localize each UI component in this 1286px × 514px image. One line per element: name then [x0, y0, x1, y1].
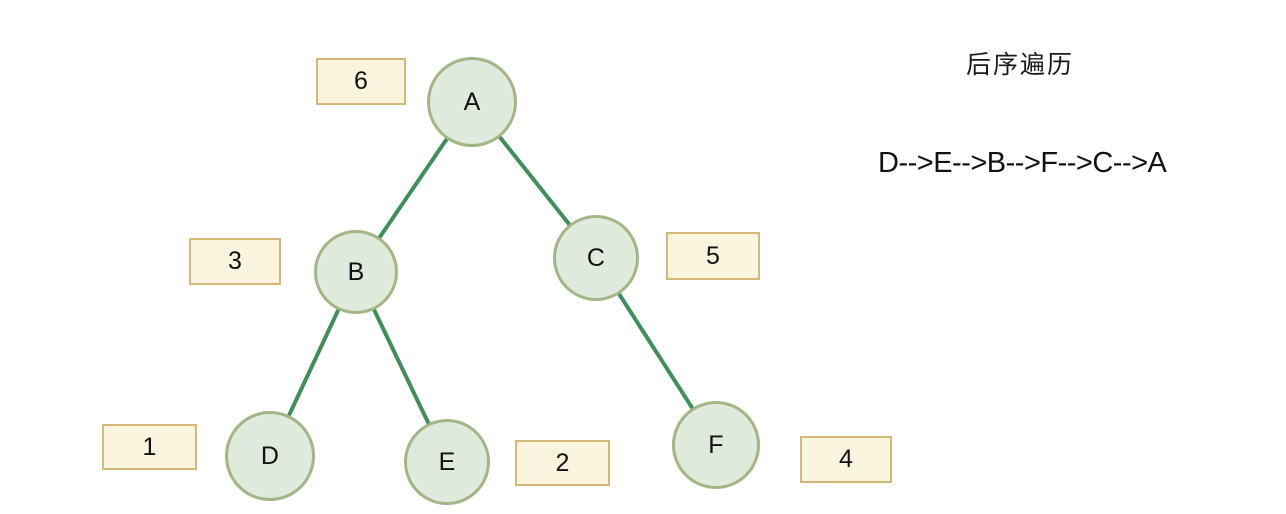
- tree-node-label: A: [463, 87, 481, 116]
- order-box-value: 2: [555, 448, 570, 477]
- order-box-b: 3: [189, 238, 281, 285]
- traversal-panel: 后序遍历 D-->E-->B-->F-->C-->A: [860, 50, 1260, 180]
- tree-node-label: D: [260, 441, 280, 470]
- tree-node-e[interactable]: E: [404, 419, 490, 505]
- order-box-c: 5: [666, 232, 760, 280]
- tree-node-label: F: [708, 430, 724, 459]
- tree-node-label: C: [586, 243, 606, 272]
- tree-node-label: B: [347, 257, 365, 286]
- order-box-a: 6: [316, 58, 406, 105]
- order-box-value: 6: [354, 67, 368, 95]
- tree-node-b[interactable]: B: [314, 230, 398, 314]
- order-box-f: 4: [800, 436, 892, 483]
- order-box-value: 4: [839, 445, 853, 473]
- tree-node-label: E: [438, 447, 456, 476]
- order-box-e: 2: [515, 440, 610, 486]
- order-box-value: 3: [228, 247, 242, 275]
- panel-title: 后序遍历: [965, 51, 1074, 79]
- order-box-value: 1: [142, 432, 157, 461]
- tree-node-f[interactable]: F: [672, 401, 760, 489]
- tree-node-c[interactable]: C: [553, 215, 639, 301]
- order-box-d: 1: [102, 424, 197, 470]
- tree-node-a[interactable]: A: [427, 57, 517, 147]
- order-box-value: 5: [706, 241, 720, 270]
- tree-node-d[interactable]: D: [225, 411, 315, 501]
- traversal-sequence: D-->E-->B-->F-->C-->A: [878, 147, 1167, 179]
